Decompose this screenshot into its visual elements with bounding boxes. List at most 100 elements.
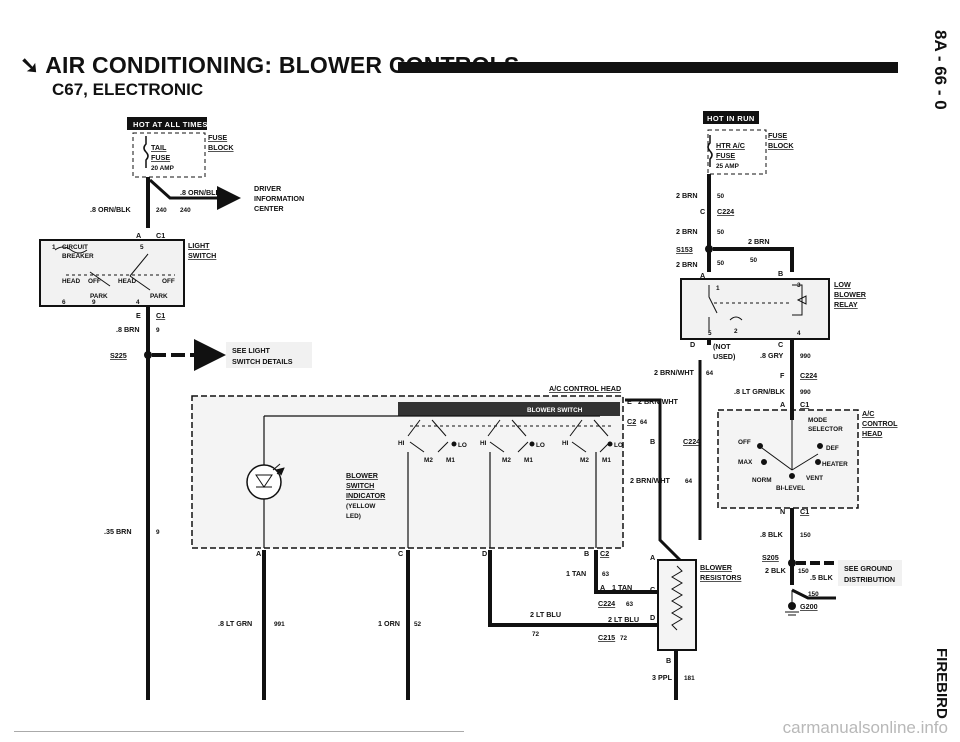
mode-selector-rotary <box>757 420 823 479</box>
diagram-label: OFF <box>162 278 175 285</box>
diagram-label: HOT IN RUN <box>707 114 755 123</box>
diagram-label: B <box>650 437 655 446</box>
diagram-label: FUSE <box>208 133 227 142</box>
diagram-label: M1 <box>602 457 611 464</box>
diagram-label: SELECTOR <box>808 426 843 433</box>
diagram-label: BLOWER <box>346 471 379 480</box>
diagram-label: 991 <box>274 621 285 628</box>
diagram-label: C224 <box>800 371 817 380</box>
diagram-label: 50 <box>717 193 725 200</box>
diagram-label: F <box>780 371 785 380</box>
diagram-label: BLOWER <box>700 563 733 572</box>
htr-ac-fuse-block <box>707 129 767 175</box>
diagram-label: C1 <box>800 507 809 516</box>
diagram-label: 64 <box>685 478 693 485</box>
diagram-label: 3 PPL <box>652 673 673 682</box>
diagram-label: 50 <box>750 257 758 264</box>
diagram-label: RELAY <box>834 300 858 309</box>
diagram-label: CIRCUIT <box>62 244 88 251</box>
diagram-label: B <box>584 549 589 558</box>
diagram-label: 9 <box>156 529 160 536</box>
diagram-label: 1 ORN <box>378 619 400 628</box>
diagram-label: .8 GRY <box>760 351 784 360</box>
diagram-label: USED) <box>713 352 736 361</box>
mode-selector-box <box>717 409 859 509</box>
see-light-switch-box <box>226 342 312 368</box>
circuit-breaker-symbol <box>54 246 88 254</box>
diagram-label: CONTROL <box>862 419 898 428</box>
diagram-label: VENT <box>806 475 823 482</box>
diagram-label: 20 AMP <box>151 165 175 172</box>
diagram-label: HEAD <box>118 278 136 285</box>
diagram-label: BLOWER SWITCH <box>527 407 583 414</box>
diagram-label: N <box>780 507 785 516</box>
diagram-label: NORM <box>752 477 772 484</box>
diagram-label: OFF <box>88 278 101 285</box>
diagram-label: 5 <box>140 244 144 251</box>
diagram-label: C224 <box>717 207 734 216</box>
diagram-label: D <box>690 340 695 349</box>
tail-fuse-block <box>132 132 206 178</box>
diagram-label: 240 <box>156 207 167 214</box>
diagram-label: DRIVER <box>254 184 282 193</box>
diagram-label: 2 <box>734 328 738 335</box>
diagram-label: 2 BRN/WHT <box>630 476 671 485</box>
diagram-label: .8 ORN/BLK <box>180 188 222 197</box>
diagram-label: (NOT <box>713 342 731 351</box>
diagram-label: SWITCH DETAILS <box>232 357 293 366</box>
diagram-label: 9 <box>92 299 96 306</box>
diagram-label: TAIL <box>151 143 167 152</box>
diagram-label: 150 <box>808 591 819 598</box>
diagram-label: 2 BLK <box>765 566 787 575</box>
bullet-icon: ➘ <box>20 52 40 78</box>
diagram-label: 63 <box>626 601 634 608</box>
diagram-label: BLOCK <box>208 143 234 152</box>
diagram-label: A/C CONTROL HEAD <box>549 384 621 393</box>
diagram-label: HTR A/C <box>716 141 745 150</box>
diagram-label: C1 <box>156 311 165 320</box>
diagram-label: 5 <box>708 330 712 337</box>
light-switch-box <box>39 239 185 307</box>
diagram-label: E <box>136 311 141 320</box>
diagram-label: 1 TAN <box>612 583 632 592</box>
diagram-label: 1 <box>52 244 56 251</box>
right-hot-badge: HOT IN RUN <box>703 111 759 124</box>
left-hot-badge: HOT AT ALL TIMES <box>127 117 207 130</box>
diagram-label: PARK <box>150 293 168 300</box>
diagram-label: OFF <box>738 439 751 446</box>
diagram-label: 72 <box>532 631 540 638</box>
diagram-label: HEAD <box>862 429 882 438</box>
diagram-label: C1 <box>800 400 809 409</box>
diagram-label: M1 <box>446 457 455 464</box>
diagram-label: LO <box>458 442 467 449</box>
diagram-label: 52 <box>414 621 422 628</box>
diagram-label: 181 <box>684 675 695 682</box>
diagram-label: 1 TAN <box>566 569 586 578</box>
diagram-label: LIGHT <box>188 241 210 250</box>
watermark: carmanualsonline.info <box>782 718 948 737</box>
diagram-label: .8 LT GRN/BLK <box>734 387 786 396</box>
diagram-label: DEF <box>826 445 839 452</box>
diagram-label: .8 LT GRN <box>218 619 252 628</box>
diagram-label: BREAKER <box>62 253 94 260</box>
diagram-label: 72 <box>620 635 628 642</box>
diagram-label: .8 ORN/BLK <box>90 205 132 214</box>
diagram-label: D <box>482 549 487 558</box>
diagram-label: C224 <box>683 437 700 446</box>
diagram-label: PARK <box>90 293 108 300</box>
diagram-label: INFORMATION <box>254 194 304 203</box>
diagram-label: 150 <box>798 568 809 575</box>
diagram-label: .5 BLK <box>810 573 834 582</box>
htr-ac-fuse-symbol <box>707 135 713 167</box>
diagram-label: C1 <box>156 231 165 240</box>
diagram-label: A/C <box>862 409 874 418</box>
diagram-label: MODE <box>808 417 828 424</box>
diagram-label: B <box>778 269 783 278</box>
resistor-symbol <box>671 565 683 631</box>
diagram-label: 63 <box>602 571 610 578</box>
diagram-label: SEE LIGHT <box>232 346 271 355</box>
diagram-label: 150 <box>800 532 811 539</box>
diagram-label: BI-LEVEL <box>776 485 805 492</box>
diagram-label: 2 LT BLU <box>530 610 561 619</box>
